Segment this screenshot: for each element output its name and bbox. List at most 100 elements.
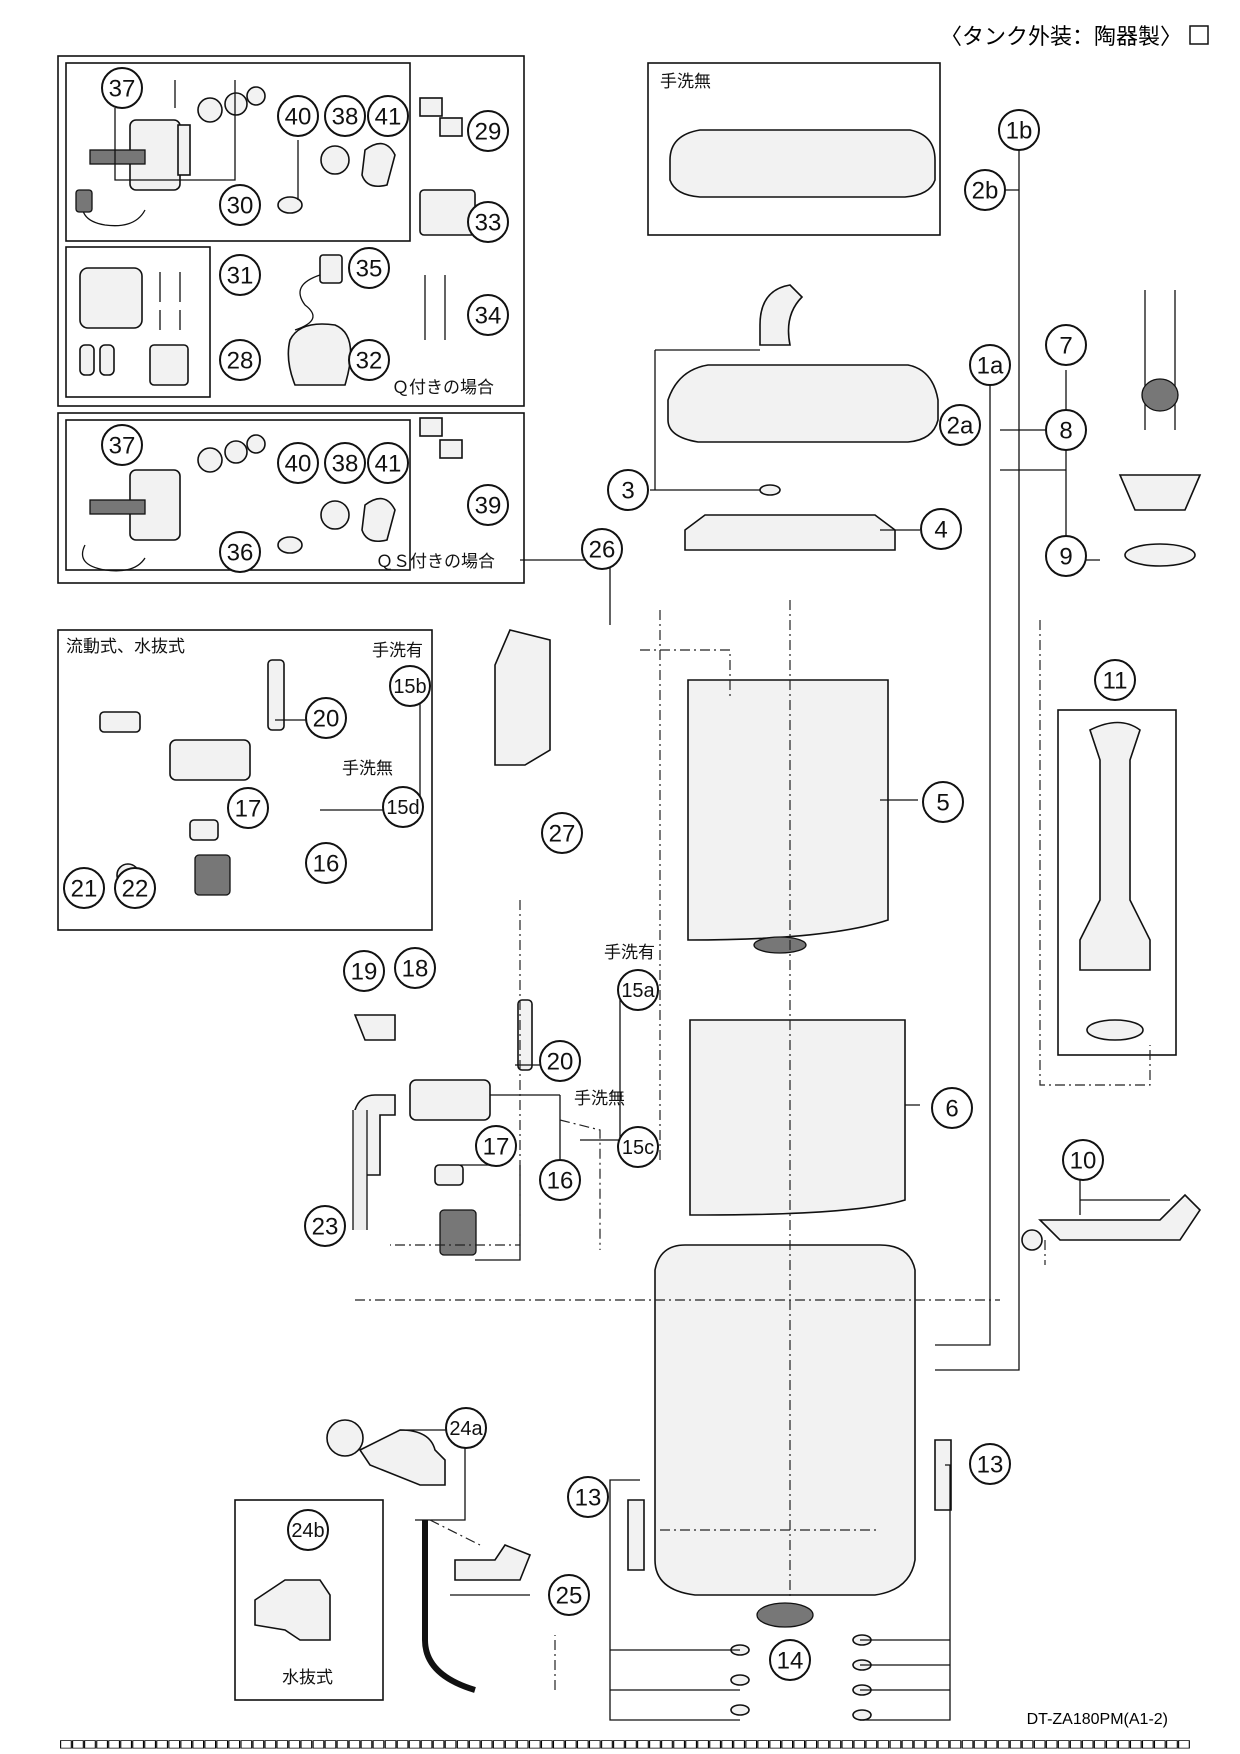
callout-33: 33 bbox=[467, 201, 509, 243]
callout-8: 8 bbox=[1045, 409, 1087, 451]
callout-39: 39 bbox=[467, 484, 509, 526]
callout-13: 13 bbox=[969, 1443, 1011, 1485]
callout-22: 22 bbox=[114, 867, 156, 909]
callout-27: 27 bbox=[541, 812, 583, 854]
callout-circle bbox=[969, 344, 1011, 386]
callout-label: 19 bbox=[351, 959, 378, 986]
callout-circle bbox=[382, 786, 424, 828]
tank-lid-illustration bbox=[669, 129, 936, 198]
callout-label: 17 bbox=[483, 1134, 510, 1161]
callout-2b: 2b bbox=[964, 169, 1006, 211]
callout-label: 9 bbox=[1059, 544, 1072, 571]
callout-label: 38 bbox=[332, 451, 359, 478]
callout-17: 17 bbox=[227, 787, 269, 829]
option-inner-remote-box bbox=[65, 246, 211, 398]
callout-34: 34 bbox=[467, 294, 509, 336]
callout-18: 18 bbox=[394, 947, 436, 989]
flow-type-panel bbox=[57, 629, 433, 931]
callout-circle bbox=[389, 665, 431, 707]
callout-label: 3 bbox=[621, 478, 634, 505]
callout-label: 28 bbox=[227, 348, 254, 375]
tank-nut-illustration bbox=[756, 1602, 814, 1628]
callout-11: 11 bbox=[1094, 659, 1136, 701]
callout-40: 40 bbox=[277, 95, 319, 137]
callout-circle bbox=[567, 1476, 609, 1518]
callout-5: 5 bbox=[922, 781, 964, 823]
flush-handle-illustration bbox=[1038, 1193, 1202, 1241]
cover-plate-illustration bbox=[684, 514, 896, 551]
callout-circle bbox=[445, 1407, 487, 1449]
callout-24b: 24b bbox=[287, 1509, 329, 1551]
callout-label: 13 bbox=[575, 1485, 602, 1512]
callout-20: 20 bbox=[539, 1040, 581, 1082]
callout-7: 7 bbox=[1045, 324, 1087, 366]
callout-label: 32 bbox=[356, 348, 383, 375]
callout-circle bbox=[969, 1443, 1011, 1485]
callout-circle bbox=[475, 1125, 517, 1167]
callout-label: 34 bbox=[475, 303, 502, 330]
callout-label: 14 bbox=[777, 1648, 804, 1675]
callout-label: 29 bbox=[475, 119, 502, 146]
callout-25: 25 bbox=[548, 1574, 590, 1616]
callout-circle bbox=[467, 294, 509, 336]
callout-label: 36 bbox=[227, 540, 254, 567]
lid-no-handwash-box bbox=[647, 62, 941, 236]
callout-41: 41 bbox=[367, 442, 409, 484]
callout-circle bbox=[922, 781, 964, 823]
stop-valve-illustration bbox=[358, 1429, 446, 1486]
callout-37: 37 bbox=[101, 67, 143, 109]
supply-pipe-outline bbox=[352, 1110, 368, 1230]
float-valve-illustration bbox=[1118, 290, 1202, 567]
callout-circle bbox=[1045, 535, 1087, 577]
drain-type-box bbox=[234, 1499, 384, 1701]
callout-label: 39 bbox=[475, 493, 502, 520]
option-panel-qs bbox=[57, 412, 525, 584]
callout-1a: 1a bbox=[969, 344, 1011, 386]
handle-nut-illustration bbox=[1021, 1229, 1043, 1251]
callout-circle bbox=[548, 1574, 590, 1616]
callout-circle bbox=[539, 1040, 581, 1082]
callout-label: 6 bbox=[945, 1096, 958, 1123]
callout-label: 5 bbox=[936, 790, 949, 817]
callout-24a: 24a bbox=[445, 1407, 487, 1449]
callout-label: 41 bbox=[375, 451, 402, 478]
callout-label: 15b bbox=[393, 676, 426, 698]
flush-valve-packing-illustration bbox=[1086, 1019, 1144, 1041]
callout-circle bbox=[467, 484, 509, 526]
callout-circle bbox=[101, 67, 143, 109]
outlet-illustration bbox=[753, 936, 807, 954]
callout-circle bbox=[467, 201, 509, 243]
callout-40: 40 bbox=[277, 442, 319, 484]
spout-illustration bbox=[759, 284, 804, 346]
callout-label: 37 bbox=[109, 76, 136, 103]
callout-label: 15c bbox=[622, 1137, 654, 1159]
callout-35: 35 bbox=[348, 247, 390, 289]
support-bracket-illustration bbox=[494, 629, 551, 766]
flush-valve-box bbox=[1057, 709, 1177, 1056]
callout-circle bbox=[219, 184, 261, 226]
callout-circle bbox=[343, 950, 385, 992]
lever-assembly-illustration-qs bbox=[81, 434, 396, 572]
option-inner-lever-box bbox=[65, 62, 411, 242]
callout-label: 16 bbox=[547, 1168, 574, 1195]
callout-circle bbox=[63, 867, 105, 909]
ball-tap-illustration bbox=[71, 659, 285, 896]
flush-valve-illustration bbox=[1079, 721, 1151, 971]
callout-30: 30 bbox=[219, 184, 261, 226]
callout-label: 24b bbox=[291, 1520, 324, 1542]
callout-label: 40 bbox=[285, 104, 312, 131]
callout-label: 2b bbox=[972, 178, 999, 205]
callout-14: 14 bbox=[769, 1639, 811, 1681]
callout-label: 22 bbox=[122, 876, 149, 903]
callout-15b: 15b bbox=[389, 665, 431, 707]
callout-23: 23 bbox=[304, 1205, 346, 1247]
clip-illustration bbox=[454, 1544, 532, 1581]
callout-circle bbox=[617, 969, 659, 1011]
callout-label: 17 bbox=[235, 796, 262, 823]
label-hw-yes-top: 手洗有 bbox=[372, 641, 423, 661]
lever-assembly-illustration bbox=[75, 80, 266, 227]
callout-38: 38 bbox=[324, 442, 366, 484]
label-qs-case: ＱＳ付きの場合 bbox=[376, 552, 495, 572]
lever-handle-parts-illustration bbox=[277, 140, 396, 214]
